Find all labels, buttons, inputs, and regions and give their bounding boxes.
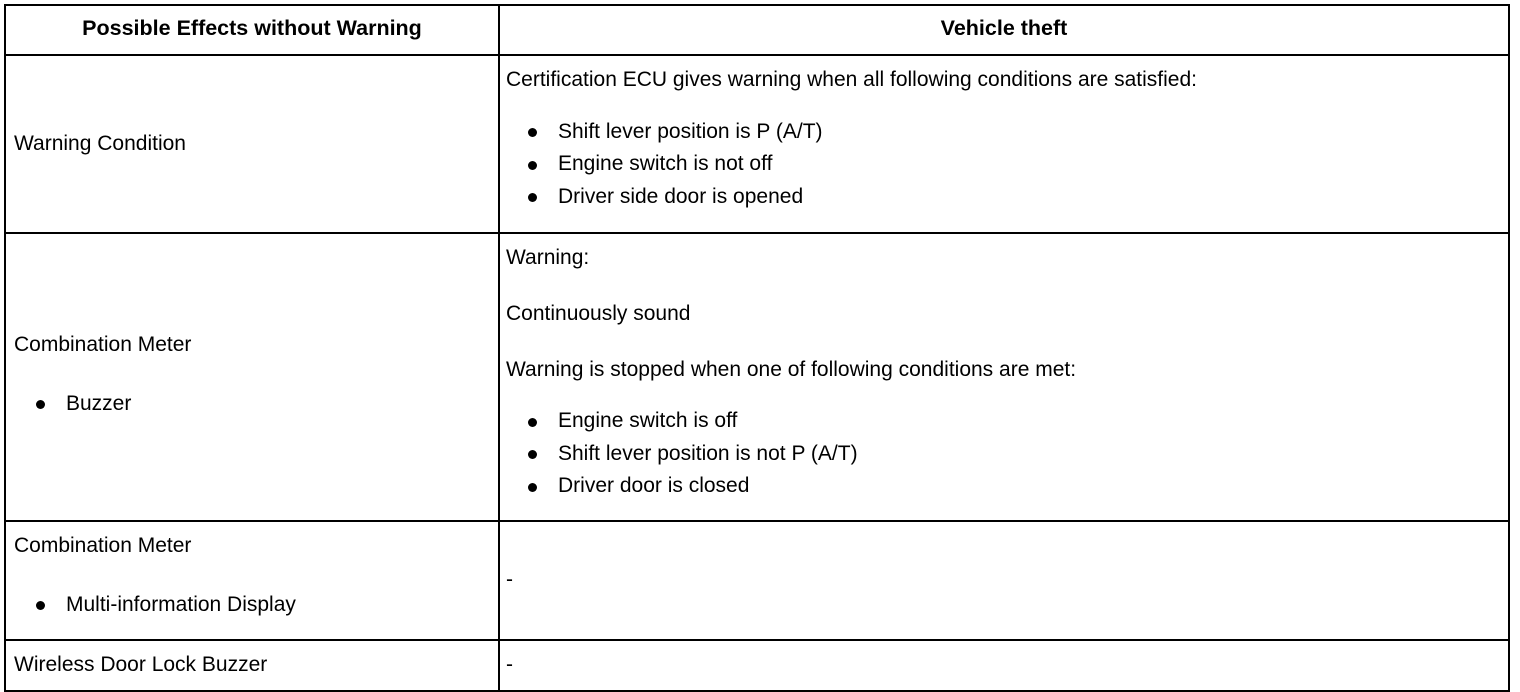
detail-bullet-list: Engine switch is off Shift lever positio… xyxy=(506,405,1508,503)
bullet-dot-icon xyxy=(528,193,537,203)
cell-wireless-door-lock-buzzer-label: Wireless Door Lock Buzzer xyxy=(4,639,500,692)
table-row-wireless-door-lock-buzzer: Wireless Door Lock Buzzer - xyxy=(4,639,1510,692)
detail-paragraph: Warning: xyxy=(506,246,590,269)
bullet-dot-icon xyxy=(36,400,45,410)
list-item-label: Driver door is closed xyxy=(558,474,750,498)
row-label: Combination Meter xyxy=(14,333,192,357)
list-item-label: Buzzer xyxy=(66,392,132,416)
list-item-label: Multi-information Display xyxy=(66,592,296,616)
header-cell-possible-effects: Possible Effects without Warning xyxy=(4,4,500,56)
detail-bullet-list: Shift lever position is P (A/T) Engine s… xyxy=(506,116,1508,214)
possible-effects-without-warning-table: Possible Effects without Warning Vehicle… xyxy=(4,4,1510,692)
row-label: Combination Meter xyxy=(14,534,192,557)
cell-combination-meter-buzzer-detail: Warning: Continuously sound Warning is s… xyxy=(498,232,1510,522)
cell-warning-condition-detail: Certification ECU gives warning when all… xyxy=(498,54,1510,234)
bullet-dot-icon xyxy=(36,601,45,611)
cell-combination-meter-buzzer-label: Combination Meter Buzzer xyxy=(4,232,500,522)
row-label: Wireless Door Lock Buzzer xyxy=(14,653,268,677)
detail-paragraph: Continuously sound xyxy=(506,301,691,325)
table-header-row: Possible Effects without Warning Vehicle… xyxy=(4,4,1510,56)
cell-wireless-door-lock-buzzer-detail: - xyxy=(498,639,1510,692)
list-item-label: Engine switch is off xyxy=(558,409,738,433)
list-item-label: Driver side door is opened xyxy=(558,184,804,208)
header-cell-vehicle-theft: Vehicle theft xyxy=(498,4,1510,56)
empty-value-dash: - xyxy=(506,653,513,677)
list-item: Engine switch is off xyxy=(506,405,1508,438)
cell-warning-condition-label: Warning Condition xyxy=(4,54,500,234)
list-item-label: Shift lever position is not P (A/T) xyxy=(558,441,858,465)
table-row-combination-meter-multi-information-display: Combination Meter Multi-information Disp… xyxy=(4,520,1510,641)
list-item: Driver side door is opened xyxy=(506,181,1508,214)
list-item: Driver door is closed xyxy=(506,470,1508,503)
list-item: Multi-information Display xyxy=(14,589,498,622)
list-item-label: Shift lever position is P (A/T) xyxy=(558,119,823,143)
bullet-dot-icon xyxy=(528,482,537,492)
list-item: Shift lever position is not P (A/T) xyxy=(506,438,1508,471)
bullet-dot-icon xyxy=(528,417,537,427)
detail-paragraph: Certification ECU gives warning when all… xyxy=(506,68,1198,91)
list-item-label: Engine switch is not off xyxy=(558,152,773,176)
row-label-bullet-list: Buzzer xyxy=(14,388,498,421)
list-item: Buzzer xyxy=(14,388,498,421)
row-label: Warning Condition xyxy=(14,131,186,155)
table-row-warning-condition: Warning Condition Certification ECU give… xyxy=(4,54,1510,234)
bullet-dot-icon xyxy=(528,128,537,138)
bullet-dot-icon xyxy=(528,160,537,170)
list-item: Shift lever position is P (A/T) xyxy=(506,116,1508,149)
cell-multi-information-display-detail: - xyxy=(498,520,1510,641)
spec-table-sheet: Possible Effects without Warning Vehicle… xyxy=(4,4,1510,692)
list-item: Engine switch is not off xyxy=(506,148,1508,181)
empty-value-dash: - xyxy=(506,568,513,592)
row-label-bullet-list: Multi-information Display xyxy=(14,589,498,622)
cell-multi-information-display-label: Combination Meter Multi-information Disp… xyxy=(4,520,500,641)
detail-paragraph: Warning is stopped when one of following… xyxy=(506,357,1077,381)
bullet-dot-icon xyxy=(528,450,537,460)
table-row-combination-meter-buzzer: Combination Meter Buzzer Warning: Contin… xyxy=(4,232,1510,522)
